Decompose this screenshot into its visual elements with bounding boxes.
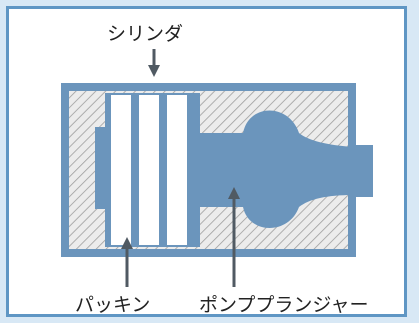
pump-cross-section-diagram [61,49,373,287]
packing-label: パッキン [75,294,151,316]
plunger-tip [349,145,373,197]
packing-ring-1 [111,95,131,245]
packing-ring-3 [167,95,187,245]
plunger-label: ポンププランジャー [199,294,369,316]
packing-ring-2 [139,95,159,245]
left-end-stub [95,127,109,209]
diagram-frame: シリンダ パッキン ポンププランジャー [6,6,407,317]
cylinder-label: シリンダ [107,23,184,45]
